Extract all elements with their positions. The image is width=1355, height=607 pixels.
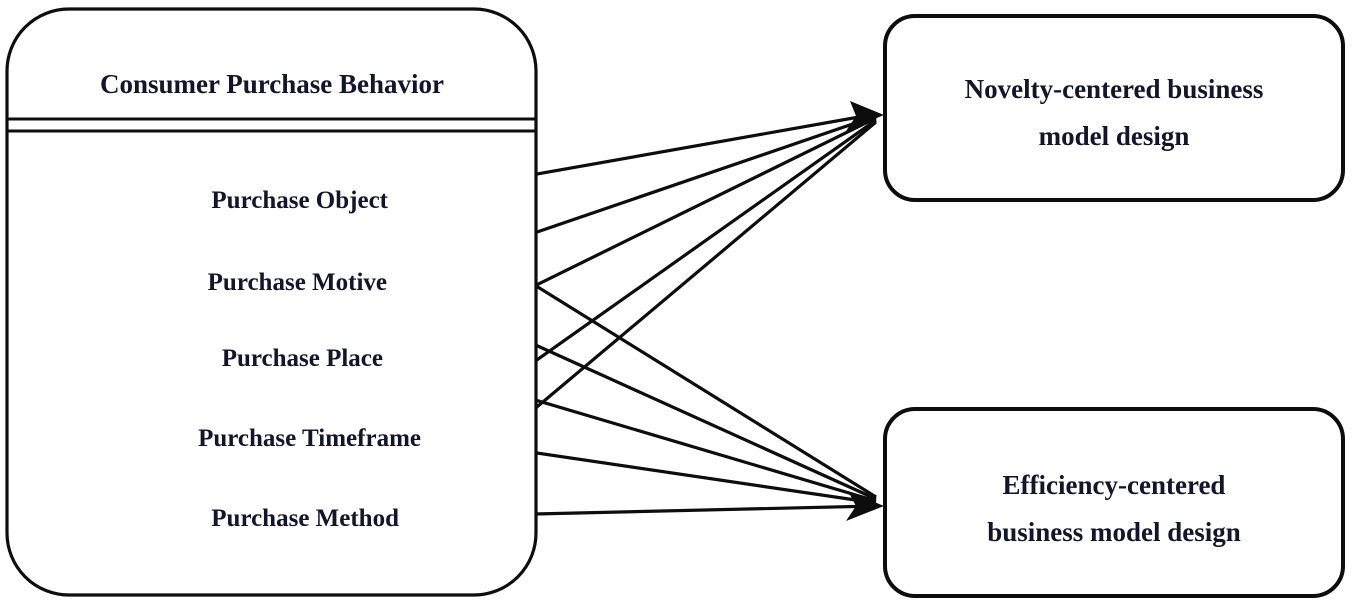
attribute-label-purchase-timeframe[interactable]: Purchase Timeframe — [198, 425, 421, 452]
efficiency-business-model-node[interactable]: Efficiency-centered business model desig… — [883, 407, 1345, 598]
attribute-label-purchase-object[interactable]: Purchase Object — [211, 187, 388, 214]
consumer-purchase-behavior-box[interactable] — [5, 7, 538, 597]
group-title: Consumer Purchase Behavior — [100, 69, 444, 99]
consumer-purchase-behavior-group[interactable]: Consumer Purchase Behavior Purchase Obje… — [5, 7, 538, 597]
novelty-label-line-1: Novelty-centered business — [965, 74, 1264, 104]
attribute-label-purchase-motive[interactable]: Purchase Motive — [208, 269, 387, 296]
arrowhead-efficiency — [846, 491, 884, 521]
efficiency-business-model-box[interactable] — [883, 407, 1345, 598]
attribute-label-purchase-method[interactable]: Purchase Method — [211, 505, 399, 532]
novelty-business-model-box[interactable] — [883, 14, 1345, 202]
novelty-label-line-2: model design — [1039, 121, 1190, 151]
efficiency-label-line-1: Efficiency-centered — [1003, 470, 1226, 500]
efficiency-label-line-2: business model design — [987, 517, 1241, 547]
arrowhead-novelty — [846, 101, 884, 131]
attribute-label-purchase-place[interactable]: Purchase Place — [222, 345, 383, 372]
novelty-business-model-node[interactable]: Novelty-centered business model design — [883, 14, 1345, 202]
